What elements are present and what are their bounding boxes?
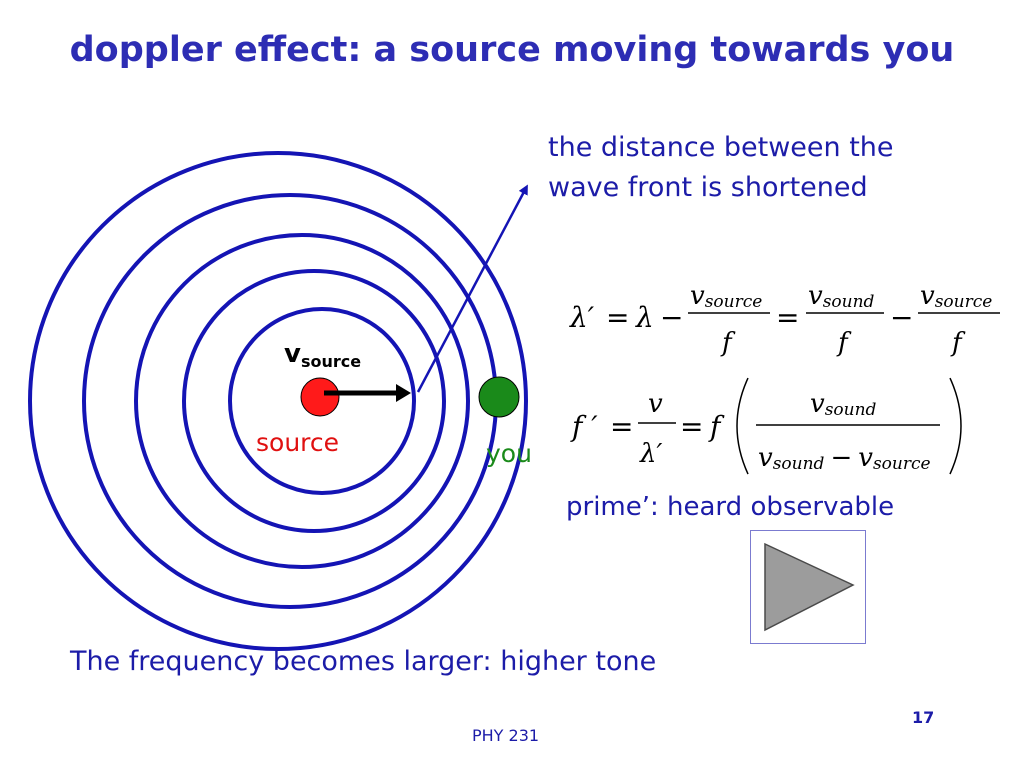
source-label: source <box>256 428 339 457</box>
velocity-label: vsource <box>284 339 361 371</box>
eq2-left-paren <box>736 377 749 475</box>
page-number: 17 <box>912 708 935 727</box>
eq2-equals-2: = <box>680 410 703 443</box>
eq2-f: f <box>708 410 725 443</box>
prime-note: prime’: heard observable <box>566 492 895 522</box>
source-dot <box>300 377 340 417</box>
velocity-subscript: source <box>301 352 361 371</box>
annotation-arrow <box>416 184 528 393</box>
eq2-equals-1: = <box>610 410 633 443</box>
wavefront-2 <box>82 193 498 609</box>
eq2-frac1-denominator: λ′ <box>639 439 662 469</box>
observer-dot <box>478 376 520 418</box>
eq2-frac2-denominator: vsound−vsource <box>758 443 931 474</box>
eq2-right-paren <box>949 377 962 475</box>
eq2-f-prime: f ′ <box>570 410 598 443</box>
wavelength-equation: λ′ = λ − vsource f = vsound f − vsource … <box>569 281 1000 358</box>
play-button[interactable] <box>750 530 866 644</box>
page-title: doppler effect: a source moving towards … <box>69 30 955 70</box>
conclusion-text: The frequency becomes larger: higher ton… <box>70 646 657 677</box>
eq1-frac2-numerator: vsound <box>808 281 875 312</box>
eq1-minus-1: − <box>660 301 683 334</box>
velocity-arrowhead <box>396 384 411 402</box>
wavefront-5 <box>228 307 416 495</box>
wavefront-1 <box>28 151 528 651</box>
eq1-equals-1: = <box>606 301 629 334</box>
footer-course: PHY 231 <box>472 726 540 745</box>
annotation-note: the distance between the wave front is s… <box>548 132 894 203</box>
eq2-frac2-numerator: vsound <box>810 389 877 420</box>
velocity-symbol: v <box>284 339 301 369</box>
eq1-lambda-prime: λ′ <box>569 301 595 334</box>
eq1-lambda: λ <box>635 301 654 334</box>
eq1-frac2-denominator: f <box>836 328 852 358</box>
eq2-frac1-numerator: v <box>648 389 663 419</box>
eq1-frac1-denominator: f <box>720 328 736 358</box>
eq1-frac1-numerator: vsource <box>690 281 762 312</box>
wavefront-4 <box>182 269 446 533</box>
eq1-equals-2: = <box>776 301 799 334</box>
observer-label: you <box>486 439 532 468</box>
frequency-equation: f ′ = v λ′ = f vsound vsound−vsource <box>570 377 962 475</box>
eq1-frac3-numerator: vsource <box>920 281 992 312</box>
eq1-minus-2: − <box>890 301 913 334</box>
wavefronts <box>28 151 528 651</box>
play-icon <box>764 542 855 632</box>
eq1-frac3-denominator: f <box>950 328 966 358</box>
wavefront-3 <box>134 233 470 569</box>
